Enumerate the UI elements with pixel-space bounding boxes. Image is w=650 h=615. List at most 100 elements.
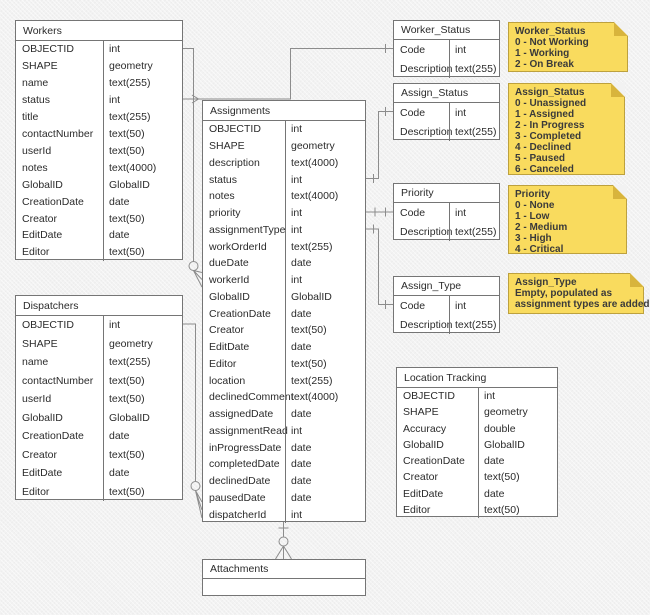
field-name: Description [400,125,453,138]
note-line: 0 - Not Working [515,37,589,48]
table-title: Dispatchers [16,296,182,316]
field-name: contactNumber [22,127,94,140]
note-title: Assign_Status [515,87,585,98]
field-name: pausedDate [209,491,266,504]
field-type: text(4000) [285,154,365,172]
note-line: 1 - Assigned [515,109,575,120]
field-type: GlobalID [103,408,182,427]
one-tick [373,107,386,183]
field-name: Editor [22,485,50,498]
field-name: Editor [403,503,431,516]
table-title: Priority [394,184,499,203]
field-type: text(50) [103,243,182,261]
table-title: Location Tracking [397,368,557,388]
field-type: text(4000) [285,188,365,205]
field-type: text(255) [449,315,499,334]
note-line: 5 - Paused [515,153,566,164]
field-name: Description [400,318,453,331]
field-name: CreationDate [22,195,84,208]
field-name: Description [400,225,453,238]
field-type: text(255) [285,238,365,255]
field-type: GlobalID [478,436,557,453]
field-type: date [285,456,365,473]
field-type: int [103,41,182,58]
field-type: geometry [285,137,365,155]
note-title: Worker_Status [515,26,586,37]
field-name: priority [209,207,241,220]
note-line: 1 - Low [515,211,550,222]
field-name: Creator [22,212,58,225]
field-type: GlobalID [285,288,365,306]
field-name: completedDate [209,458,280,471]
field-type: text(50) [103,445,182,464]
field-name: name [22,77,49,90]
field-type: int [478,388,557,405]
connector-workers-workerstatus [183,48,393,100]
note-line: Empty, populated as [515,288,613,299]
field-name: EditDate [209,341,250,354]
field-type: text(255) [449,122,499,141]
table-attachments[interactable]: Attachments [202,559,366,596]
note-line: 3 - High [515,233,552,244]
table-title: Attachments [203,560,365,579]
field-type: text(50) [103,142,182,160]
field-type: text(255) [103,74,182,92]
note-line: 1 - Working [515,48,570,59]
folded-corner-icon [611,83,625,97]
field-name: declinedDate [209,475,271,488]
field-name: GlobalID [403,438,444,451]
field-row: description text(4000) [203,154,365,172]
field-name: notes [209,190,235,203]
field-name: description [209,156,260,169]
note-line: 2 - In Progress [515,120,585,131]
field-name: contactNumber [22,374,94,387]
field-name: EditDate [22,467,63,480]
field-name: assignmentType [209,223,286,236]
table-title: Assign_Status [394,84,499,103]
